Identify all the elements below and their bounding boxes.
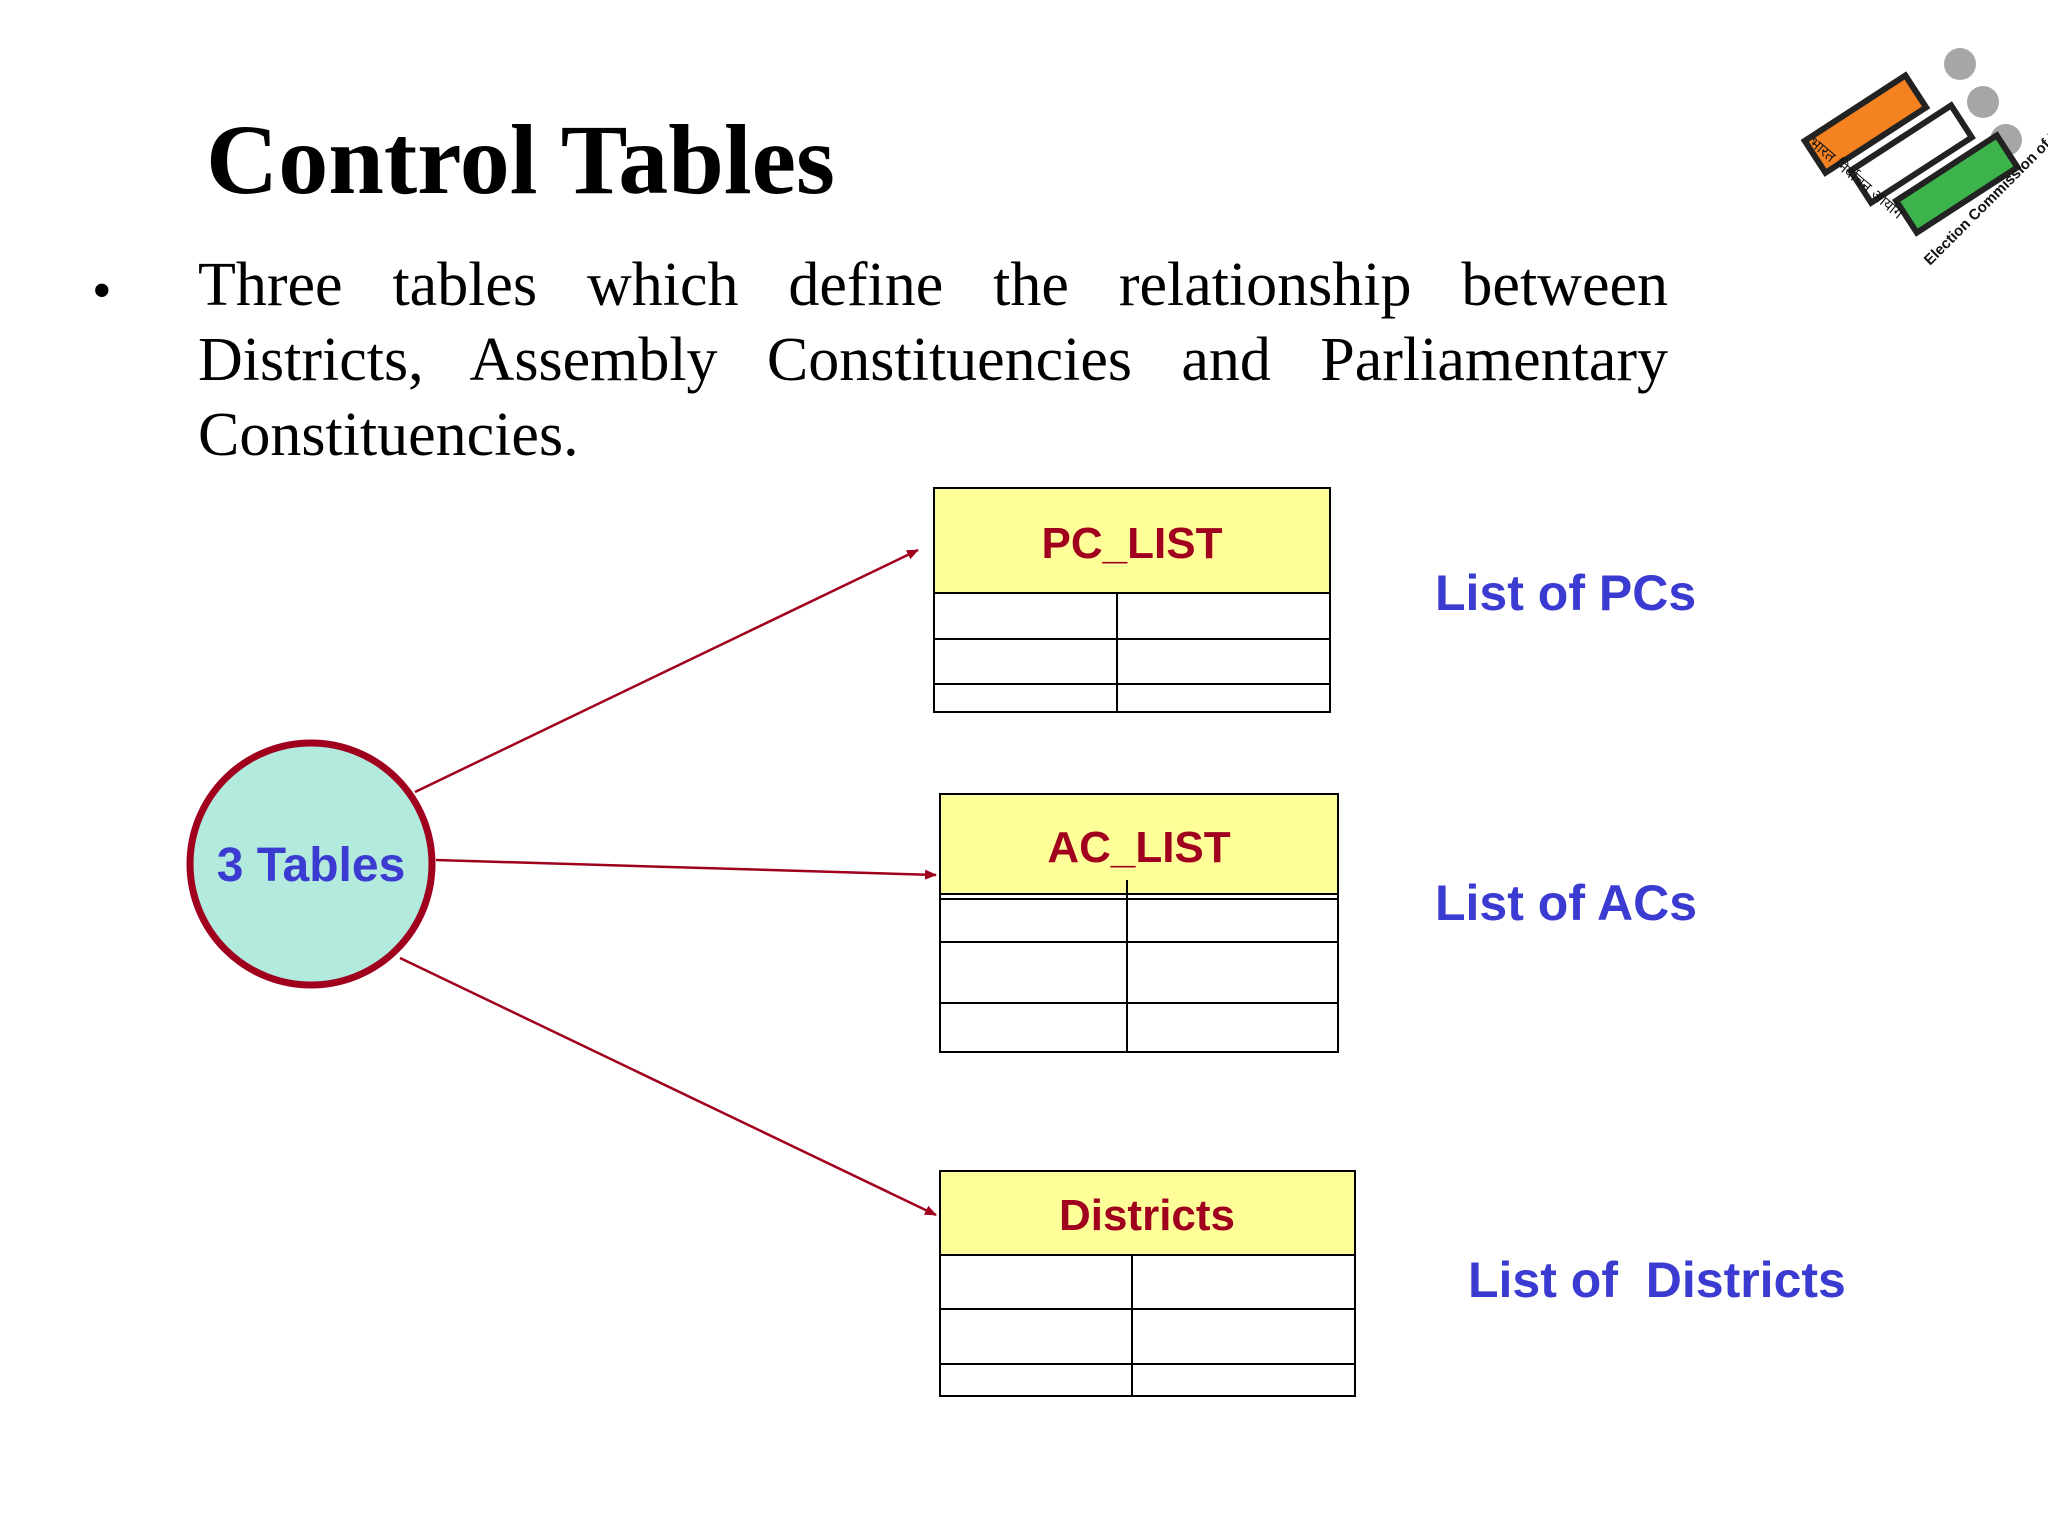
ac-list-header: [939, 793, 1339, 895]
logo-bar-orange: [1800, 71, 1931, 177]
ac-list-body: [939, 893, 1339, 1053]
bullet-marker: •: [92, 260, 112, 322]
hub-node: 3 Tables: [186, 739, 436, 989]
ac-list-title: AC_LIST: [1047, 823, 1230, 872]
bullet-text: Three tables which define the relationsh…: [198, 251, 1668, 469]
hub-label: 3 Tables: [217, 839, 406, 892]
arrow-to-districts: [399, 956, 937, 1217]
pc-list-description: List of PCs: [1435, 565, 1696, 621]
election-commission-logo: भारत निर्वाचन आयोग Election Commission o…: [1800, 48, 2048, 269]
logo-dot-top: [1944, 48, 1976, 80]
logo-bar-green: [1891, 131, 2022, 237]
ac-list-description: List of ACs: [1435, 875, 1697, 931]
pc-list-body: [933, 592, 1331, 713]
districts-title: Districts: [1059, 1191, 1235, 1240]
hub-circle: [186, 739, 436, 989]
table-districts: Districts: [939, 1170, 1356, 1397]
arrow-to-ac-list: [435, 858, 937, 880]
slide-title: Control Tables: [206, 104, 835, 215]
table-pc-list: PC_LIST: [933, 487, 1331, 713]
logo-dot-middle: [1967, 86, 1999, 118]
logo-bar-white: [1846, 101, 1976, 207]
districts-description: List of Districts: [1468, 1252, 1846, 1308]
districts-header: [939, 1170, 1356, 1256]
districts-body: [939, 1254, 1356, 1397]
table-ac-list: AC_LIST: [939, 793, 1339, 1053]
arrow-to-pc-list: [414, 548, 919, 794]
pc-list-title: PC_LIST: [1042, 519, 1223, 568]
